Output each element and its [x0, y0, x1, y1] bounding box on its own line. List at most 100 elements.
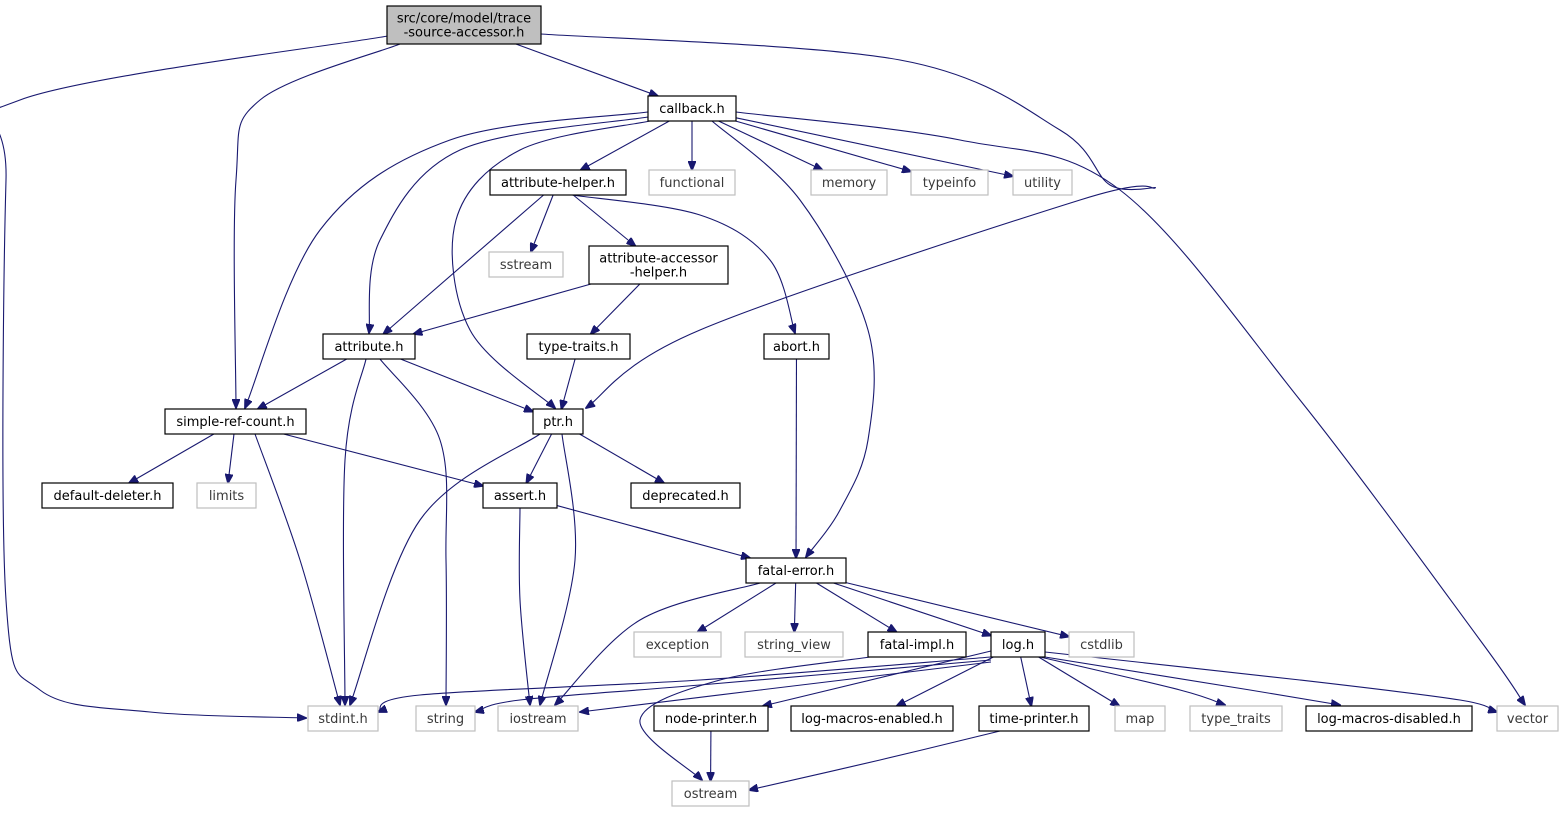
- node-box: [41, 482, 174, 509]
- edge-log-to-log-macros-enabled: [897, 656, 994, 706]
- edge-log-to-time-printer: [1020, 656, 1032, 706]
- edge-fatal-impl-to-ostream: [639, 656, 871, 780]
- edge-trace-to-ptr: [540, 33, 1156, 408]
- node-label: utility: [1024, 176, 1061, 191]
- node-label: string_view: [757, 638, 831, 653]
- node-label: ptr.h: [543, 415, 573, 430]
- node-functional: functional: [648, 169, 736, 196]
- node-label: time-printer.h: [989, 712, 1078, 727]
- node-label: typeinfo: [923, 176, 976, 191]
- node-default-deleter[interactable]: default-deleter.h: [41, 482, 174, 509]
- edge-callback-to-attribute-helper: [581, 120, 670, 170]
- node-box: [497, 705, 579, 732]
- node-attribute-accessor-helper[interactable]: attribute-accessor-helper.h: [588, 245, 729, 285]
- node-log-macros-enabled[interactable]: log-macros-enabled.h: [790, 705, 954, 732]
- node-label: -source-accessor.h: [404, 26, 525, 41]
- node-utility: utility: [1012, 169, 1073, 196]
- node-label: attribute-helper.h: [501, 176, 615, 191]
- node-trace[interactable]: src/core/model/trace-source-accessor.h: [386, 5, 542, 45]
- edge-attribute-to-string: [379, 358, 447, 705]
- node-box: [978, 705, 1090, 732]
- edge-callback-to-vector: [735, 111, 1525, 705]
- node-box: [415, 705, 476, 732]
- node-exception: exception: [633, 631, 722, 658]
- node-map: map: [1114, 705, 1166, 732]
- node-label: log-macros-disabled.h: [1317, 712, 1461, 727]
- node-label: abort.h: [773, 340, 820, 355]
- edge-callback-to-memory: [718, 120, 823, 170]
- edge-callback-to-utility: [735, 117, 1013, 176]
- edge-callback-to-fatal-error: [711, 120, 875, 557]
- node-node-printer[interactable]: node-printer.h: [653, 705, 769, 732]
- node-type-traits-h[interactable]: type-traits.h: [526, 333, 631, 360]
- node-label: memory: [822, 176, 877, 191]
- node-attribute-helper[interactable]: attribute-helper.h: [489, 169, 627, 196]
- edge-attribute-accessor-helper-to-attribute: [413, 283, 592, 334]
- node-box: [744, 631, 844, 658]
- node-box: [647, 95, 737, 122]
- node-time-printer[interactable]: time-printer.h: [978, 705, 1090, 732]
- node-callback[interactable]: callback.h: [647, 95, 737, 122]
- node-abort[interactable]: abort.h: [763, 333, 830, 360]
- node-fatal-impl[interactable]: fatal-impl.h: [867, 631, 967, 658]
- node-label: limits: [209, 489, 245, 504]
- edge-trace-to-simple-ref-count: [234, 43, 401, 408]
- edge-trace-to-stdint: [0, 35, 389, 718]
- node-string: string: [415, 705, 476, 732]
- node-box: [990, 631, 1046, 658]
- node-stdint: stdint.h: [307, 705, 379, 732]
- edge-simple-ref-count-to-limits: [228, 433, 235, 483]
- node-attribute[interactable]: attribute.h: [322, 333, 416, 360]
- node-box: [810, 169, 888, 196]
- node-box: [790, 705, 954, 732]
- node-string-view: string_view: [744, 631, 844, 658]
- node-box: [322, 333, 416, 360]
- node-box: [671, 780, 750, 807]
- edge-log-to-stdint: [378, 656, 992, 712]
- edge-attribute-helper-to-sstream: [531, 194, 554, 252]
- edge-assert-to-fatal-error: [556, 505, 750, 558]
- node-box: [745, 557, 847, 584]
- node-box: [1305, 705, 1473, 732]
- node-label: attribute-accessor: [599, 252, 718, 267]
- node-label: -helper.h: [630, 266, 687, 281]
- edge-attribute-helper-to-abort: [571, 194, 795, 333]
- node-sstream: sstream: [488, 251, 564, 278]
- node-box: [763, 333, 830, 360]
- node-box: [1068, 631, 1135, 658]
- node-box: [1189, 705, 1283, 732]
- node-assert[interactable]: assert.h: [482, 482, 558, 509]
- node-log-macros-disabled[interactable]: log-macros-disabled.h: [1305, 705, 1473, 732]
- node-fatal-error[interactable]: fatal-error.h: [745, 557, 847, 584]
- edge-simple-ref-count-to-assert: [283, 433, 483, 486]
- edge-log-to-log-macros-disabled: [1044, 656, 1340, 705]
- node-box: [196, 482, 257, 509]
- edge-fatal-error-to-cstdlib: [845, 582, 1069, 637]
- node-box: [867, 631, 967, 658]
- node-label: type_traits: [1201, 712, 1271, 727]
- node-label: iostream: [509, 712, 566, 727]
- node-label: cstdlib: [1080, 638, 1123, 653]
- node-label: log.h: [1002, 638, 1034, 653]
- node-log[interactable]: log.h: [990, 631, 1046, 658]
- node-box: [1496, 705, 1559, 732]
- node-simple-ref-count[interactable]: simple-ref-count.h: [164, 408, 307, 435]
- node-box: [630, 482, 741, 509]
- node-label: assert.h: [494, 489, 546, 504]
- edge-callback-to-ptr: [451, 120, 651, 408]
- edge-type-traits-h-to-ptr: [561, 358, 576, 409]
- node-box: [482, 482, 558, 509]
- node-ostream: ostream: [671, 780, 750, 807]
- node-ptr[interactable]: ptr.h: [532, 408, 584, 435]
- node-label: callback.h: [659, 102, 725, 117]
- node-typeinfo: typeinfo: [910, 169, 989, 196]
- node-box: [164, 408, 307, 435]
- edge-fatal-error-to-exception: [698, 582, 777, 632]
- node-deprecated[interactable]: deprecated.h: [630, 482, 741, 509]
- node-label: src/core/model/trace: [397, 12, 531, 27]
- edge-callback-to-simple-ref-count: [245, 111, 649, 408]
- node-box: [1012, 169, 1073, 196]
- edge-fatal-error-to-fatal-impl: [816, 582, 896, 632]
- node-label: node-printer.h: [665, 712, 757, 727]
